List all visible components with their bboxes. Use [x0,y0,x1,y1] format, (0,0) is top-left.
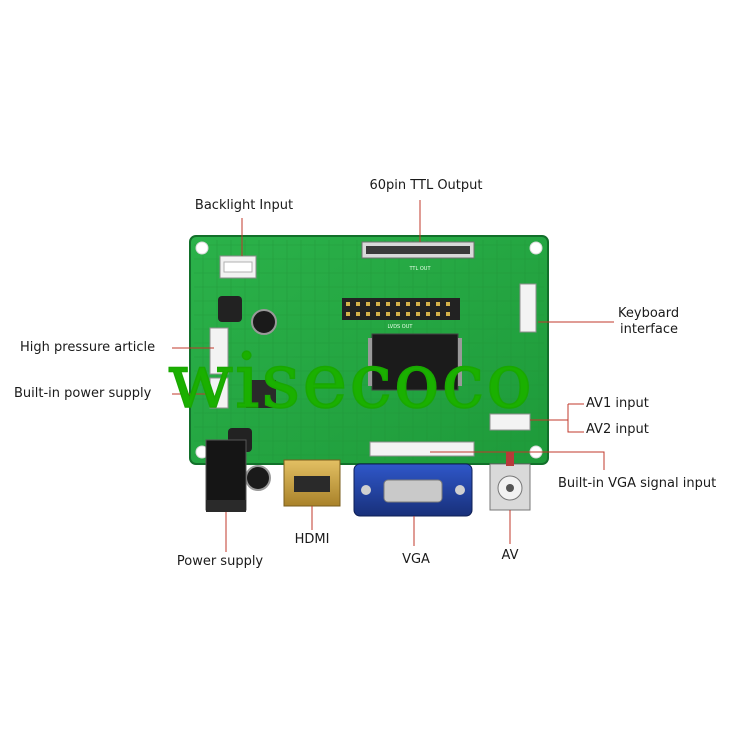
high-pressure-connector [209,327,229,375]
label-keyboard: Keyboard [618,306,680,321]
power-jack [205,439,247,512]
vga-port [353,463,473,517]
label-high-pressure: High pressure article [20,340,156,355]
label-backlight-input: Backlight Input [194,198,294,213]
label-vga-signal: Built-in VGA signal input [558,476,717,491]
watermark-text: wisecoco [167,335,534,426]
label-av: AV [501,548,519,563]
label-builtin-power: Built-in power supply [14,386,152,401]
vga-internal-header [369,441,475,457]
keyboard-connector [519,283,537,333]
label-vga: VGA [402,552,430,567]
label-hdmi: HDMI [294,532,330,547]
power-connector-internal [209,377,229,409]
label-power-supply: Power supply [176,554,264,569]
main-chip [368,333,462,391]
hdmi-port [283,459,341,507]
label-av1-input: AV1 input [586,396,649,411]
ttl-silkscreen: TTL OUT [408,266,431,272]
regulator [246,380,276,408]
label-av2-input: AV2 input [586,422,649,437]
label-keyboard-interface: interface [620,322,678,337]
pin-header [342,298,460,320]
av-input-connector [489,413,531,431]
watermark: wisecoco [167,335,618,426]
leader-lines [172,200,614,552]
label-ttl-output: 60pin TTL Output [369,178,483,193]
lvds-silkscreen: LVDS OUT [388,324,414,330]
ttl-output-connector [361,241,475,259]
backlight-connector [219,255,257,279]
capacitor [245,309,277,491]
inductor [218,296,242,322]
av-rca-port [489,452,531,511]
